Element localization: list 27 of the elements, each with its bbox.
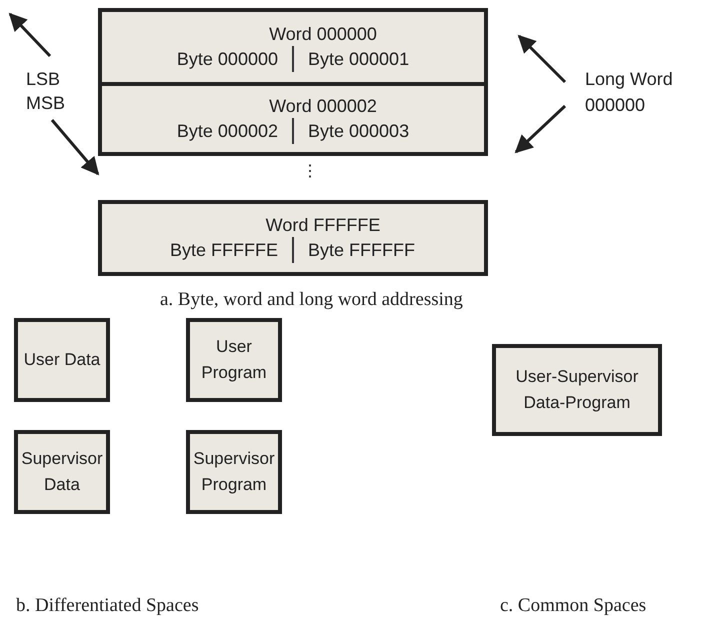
byte-label: Byte 000001	[307, 48, 410, 71]
memory-word-box	[98, 200, 488, 276]
figure-caption: b. Differentiated Spaces	[16, 594, 199, 618]
word-label: Word FFFFFE	[264, 214, 380, 237]
address-space-box	[14, 318, 110, 402]
text-label: MSB	[26, 92, 66, 115]
figure-caption: a. Byte, word and long word addressing	[160, 288, 463, 312]
byte-label: Byte 000000	[176, 48, 279, 71]
address-space-box	[492, 344, 662, 436]
figure-caption: c. Common Spaces	[500, 594, 646, 618]
text-label: LSB	[26, 68, 60, 91]
space-label: User Program	[200, 336, 268, 384]
address-space-box	[14, 430, 110, 514]
word-label: Word 000002	[268, 95, 377, 118]
byte-label: Byte 000003	[307, 120, 410, 143]
address-space-box	[186, 318, 282, 402]
byte-label: Byte FFFFFF	[307, 239, 416, 262]
space-label: Supervisor Data	[20, 448, 104, 496]
space-label: User Data	[22, 349, 102, 371]
byte-label: Byte FFFFFE	[169, 239, 279, 262]
byte-label: Byte 000002	[176, 120, 279, 143]
word-label: Word 000000	[268, 23, 377, 46]
ellipsis-mark: ⋮	[302, 162, 318, 182]
space-label: Supervisor Program	[192, 448, 276, 496]
text-label: Long Word 000000	[585, 68, 674, 117]
space-label: User-Supervisor Data-Program	[514, 366, 640, 414]
address-space-box	[186, 430, 282, 514]
